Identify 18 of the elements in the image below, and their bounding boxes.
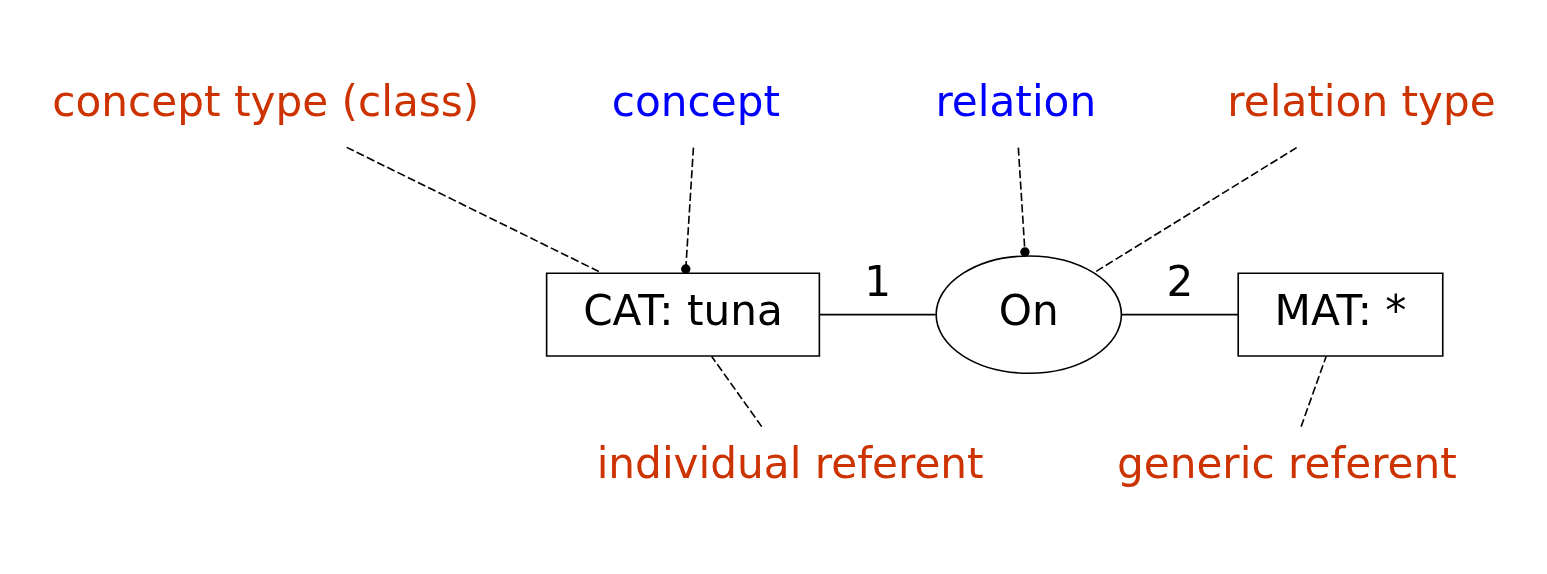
connector <box>1017 146 1030 257</box>
node-box: MAT: * <box>1237 272 1444 357</box>
edge-label: 1 <box>864 257 891 307</box>
node-text: concept <box>611 77 781 127</box>
node-text: concept type (class) <box>52 77 480 127</box>
connector <box>1121 313 1239 316</box>
edge-label: 2 <box>1166 257 1194 307</box>
connector <box>710 355 763 428</box>
node-text: generic referent <box>1116 439 1457 489</box>
node-ellipse: On <box>935 255 1123 375</box>
node-text: relation type <box>1227 77 1496 127</box>
node-text: individual referent <box>596 439 984 489</box>
connector <box>1300 355 1327 428</box>
connector <box>1093 146 1298 274</box>
node-text: relation <box>935 77 1097 127</box>
connector <box>818 313 937 316</box>
node-box: CAT: tuna <box>545 272 821 357</box>
connector <box>681 146 695 274</box>
